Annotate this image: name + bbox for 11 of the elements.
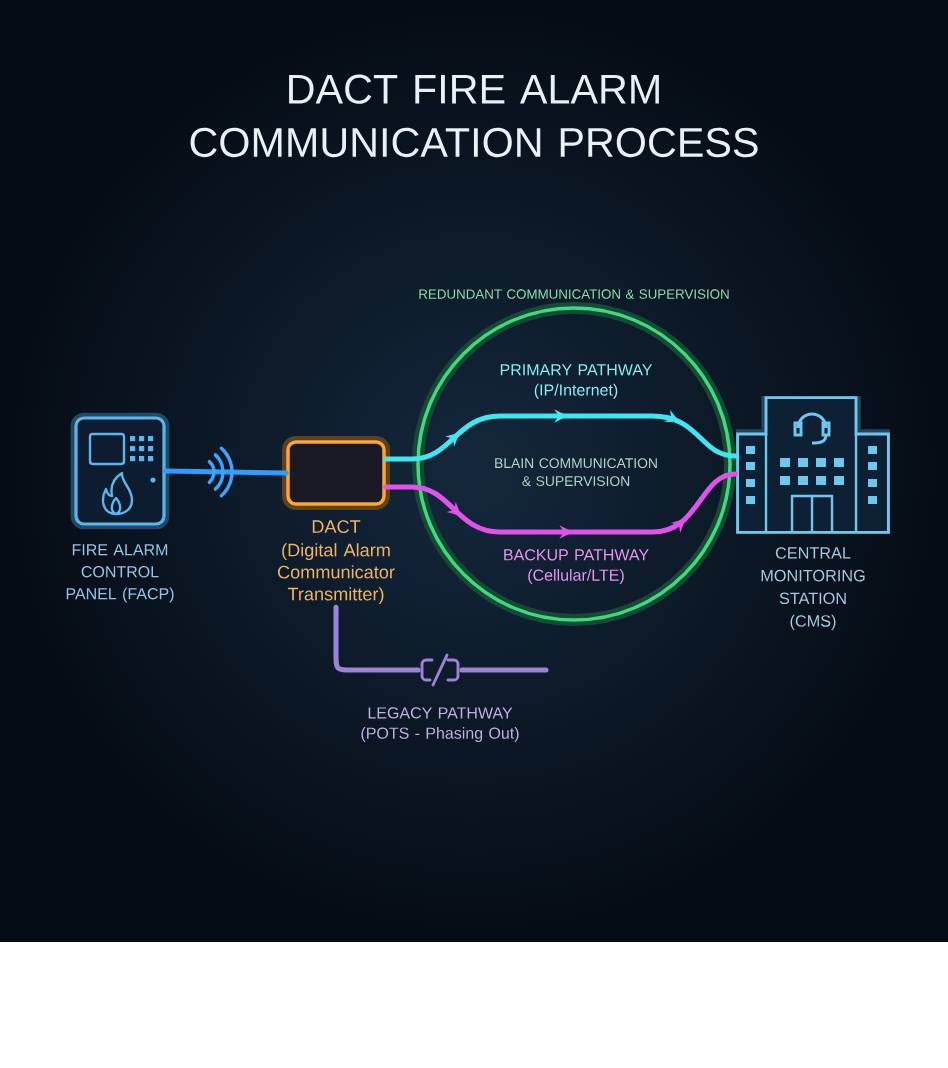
- node-label: (Digital Alarm Communicator Transmitter): [278, 543, 395, 605]
- node-label: CENTRAL MONITORING STATION (CMS): [761, 547, 865, 630]
- connection-line: [163, 468, 289, 476]
- node-label: DACT: [312, 520, 361, 534]
- node-label: FIRE ALARM CONTROL PANEL (FACP): [66, 544, 174, 603]
- edge-label: PRIMARY PATHWAY (IP/Internet): [500, 364, 653, 399]
- pathway-line: [333, 604, 549, 673]
- pathway-line: [383, 409, 738, 462]
- edge-label: LEGACY PATHWAY (POTS - Phasing Out): [361, 707, 519, 742]
- edge-label: BACKUP PATHWAY (Cellular/LTE): [504, 549, 649, 584]
- title: DACT FIRE ALARM COMMUNICATION PROCESS: [190, 74, 758, 158]
